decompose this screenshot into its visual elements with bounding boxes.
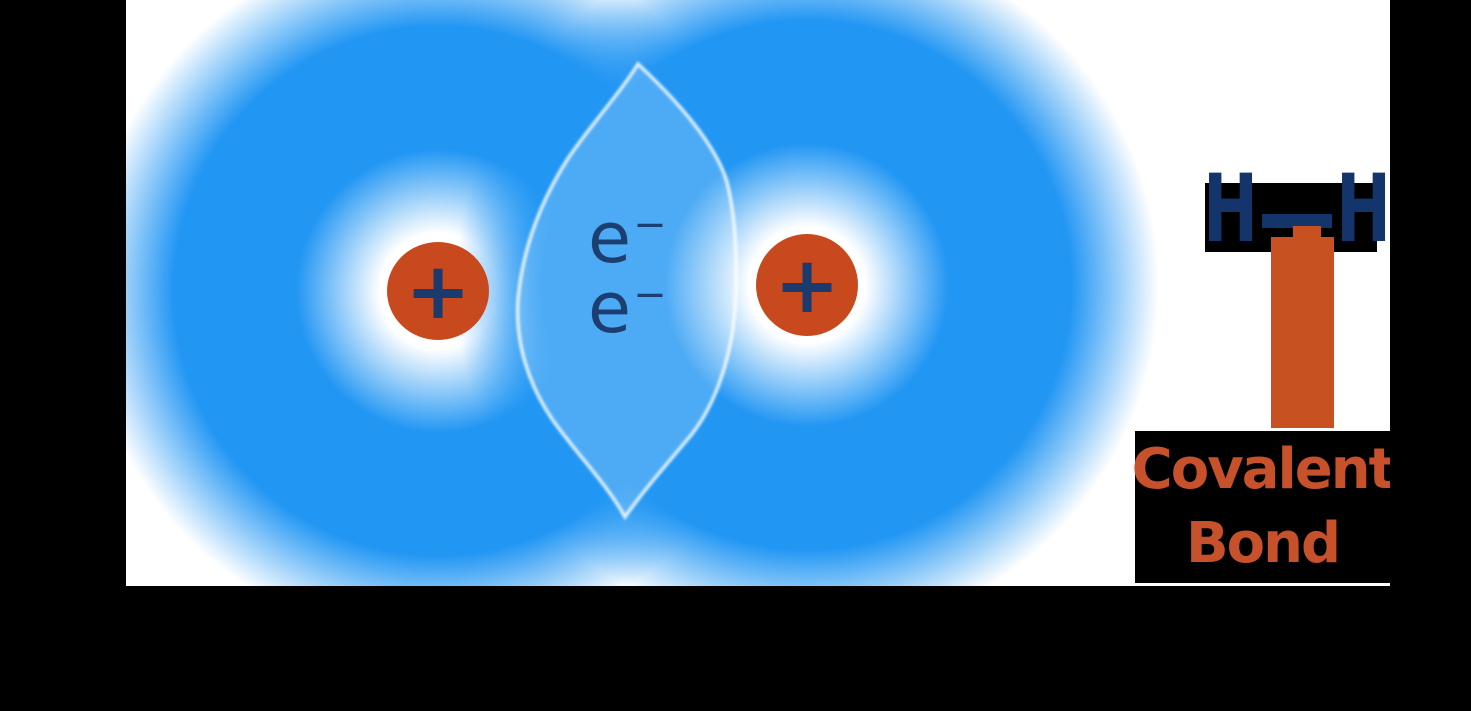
caption-line-2: Bond bbox=[1185, 511, 1341, 576]
electron-label-1: e− bbox=[588, 203, 667, 273]
covalent-bond-pointer bbox=[1271, 237, 1334, 428]
hydrogen-symbol-right: H bbox=[1336, 155, 1390, 264]
electron-symbol: e bbox=[588, 197, 632, 279]
nucleus-left bbox=[387, 242, 489, 340]
bond-line bbox=[1262, 214, 1332, 228]
electron-symbol: e bbox=[588, 267, 632, 349]
electron-charge-superscript: − bbox=[633, 202, 667, 248]
shared-electron-region bbox=[515, 61, 739, 521]
caption-transparent-box: Covalent Bond bbox=[1131, 431, 1390, 583]
overlap-and-nuclei-layer bbox=[387, 61, 858, 521]
electron-label-2: e− bbox=[588, 273, 667, 343]
hydrogen-symbol-left: H bbox=[1203, 155, 1259, 264]
proton-plus-right: + bbox=[774, 241, 840, 331]
covalent-bond-pointer-tip bbox=[1293, 226, 1321, 239]
proton-plus-left: + bbox=[405, 247, 471, 337]
diagram-card: + + e− e− H H Covalent Bond bbox=[126, 0, 1390, 586]
caption-line-1: Covalent bbox=[1131, 437, 1390, 502]
nucleus-right bbox=[756, 234, 858, 336]
electron-charge-superscript: − bbox=[633, 272, 667, 318]
